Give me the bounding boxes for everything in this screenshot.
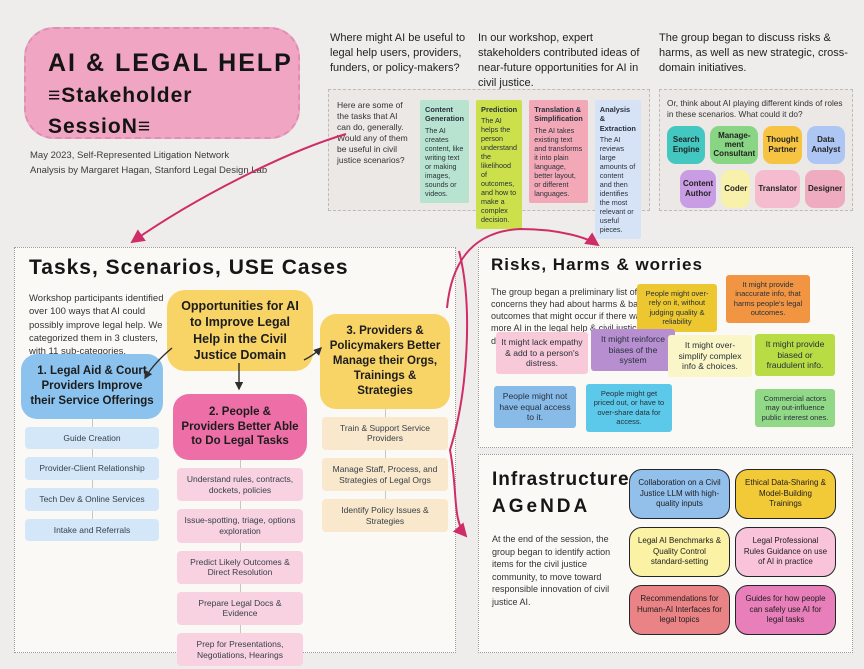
agenda-title-line1: Infrastructure (492, 469, 630, 490)
role-chip-translator[interactable]: Translator (755, 169, 801, 208)
role-chip-search-engine[interactable]: Search Engine (667, 125, 706, 164)
capability-title: Content Generation (425, 105, 465, 124)
capability-body: The AI helps the person understand the l… (481, 116, 517, 225)
page-subtitle: ≡Stakeholder SessioN≡ (48, 84, 193, 138)
risk-note-reinforce-biases[interactable]: It might reinforce biases of the system (591, 329, 675, 372)
capability-title: Translation & Simplification (534, 105, 583, 124)
roles-row-1: Search Engine Manage-ment Consultant Tho… (667, 125, 845, 164)
cluster-service-offerings: 1. Legal Aid & Court Providers Improve t… (21, 354, 163, 542)
capabilities-intro: Here are some of the tasks that AI can d… (337, 100, 408, 166)
session-title-card[interactable]: AI & LEGAL HELP ≡Stakeholder SessioN≡ (24, 27, 300, 139)
cluster-2-item[interactable]: Predict Likely Outcomes & Direct Resolut… (177, 550, 303, 584)
capability-card-content-generation[interactable]: Content Generation The AI creates conten… (420, 100, 470, 203)
agenda-section-description: At the end of the session, the group beg… (492, 534, 611, 607)
tasks-section: Tasks, Scenarios, USE Cases Workshop par… (14, 247, 456, 667)
cluster-2-item[interactable]: Prep for Presentations, Negotiations, He… (177, 633, 303, 667)
capability-card-analysis[interactable]: Analysis & Extraction The AI reviews lar… (594, 100, 641, 239)
capability-body: The AI creates content, like writing tex… (425, 125, 464, 198)
capability-card-translation[interactable]: Translation & Simplification The AI take… (529, 100, 588, 203)
agenda-section: Infrastructure AGeNDA At the end of the … (478, 454, 853, 653)
risk-note-priced-out[interactable]: People might get priced out, or have to … (586, 384, 672, 432)
intro-text-workshop: In our workshop, expert stakeholders con… (478, 32, 640, 89)
tasks-section-description: Workshop participants identified over 10… (29, 293, 164, 358)
cluster-3-item[interactable]: Identify Policy Issues & Strategies (322, 499, 448, 533)
agenda-card-human-ai-interfaces[interactable]: Recommendations for Human-AI Interfaces … (629, 585, 730, 635)
cluster-2-item[interactable]: Understand rules, contracts, dockets, po… (177, 468, 303, 502)
credits: May 2023, Self-Represented Litigation Ne… (30, 149, 267, 178)
risk-note-lack-empathy[interactable]: It might lack empathy & add to a person'… (496, 332, 588, 375)
intro-text-risks: The group began to discuss risks & harms… (659, 32, 848, 74)
agenda-card-professional-rules[interactable]: Legal Professional Rules Guidance on use… (735, 527, 836, 577)
cluster-1-item[interactable]: Tech Dev & Online Services (25, 488, 159, 511)
capability-title: Prediction (481, 105, 518, 114)
role-chip-thought-partner[interactable]: Thought Partner (763, 125, 802, 164)
role-chip-designer[interactable]: Designer (805, 169, 846, 208)
cluster-legal-tasks: 2. People & Providers Better Able to Do … (173, 394, 307, 667)
risk-note-commercial-actors[interactable]: Commercial actors may out-influence publ… (755, 389, 835, 428)
risk-note-over-rely[interactable]: People might over-rely on it, without ju… (637, 284, 717, 332)
cluster-2-header[interactable]: 2. People & Providers Better Able to Do … (173, 394, 307, 460)
ai-roles-box: Or, think about AI playing different kin… (659, 89, 853, 211)
cluster-2-item[interactable]: Issue-spotting, triage, options explorat… (177, 509, 303, 543)
role-chip-management-consultant[interactable]: Manage-ment Consultant (710, 125, 759, 164)
capability-body: The AI reviews large amounts of content … (599, 134, 636, 234)
opportunities-root-node[interactable]: Opportunities for AI to Improve Legal He… (167, 290, 313, 371)
risks-section-title: Risks, Harms & worries (491, 255, 703, 274)
agenda-card-benchmarks[interactable]: Legal AI Benchmarks & Quality Control st… (629, 527, 730, 577)
risks-section: Risks, Harms & worries The group began a… (478, 247, 853, 448)
capability-body: The AI takes existing text and transform… (534, 125, 583, 198)
agenda-card-civil-justice-llm[interactable]: Collaboration on a Civil Justice LLM wit… (629, 469, 730, 519)
cluster-1-item[interactable]: Intake and Referrals (25, 518, 159, 542)
cluster-1-header[interactable]: 1. Legal Aid & Court Providers Improve t… (21, 354, 163, 419)
cluster-3-item[interactable]: Train & Support Service Providers (322, 416, 448, 450)
role-chip-content-author[interactable]: Content Author (680, 169, 717, 208)
agenda-card-data-sharing-trainings[interactable]: Ethical Data-Sharing & Model-Building Tr… (735, 469, 836, 519)
agenda-title-line2: AGeNDA (492, 495, 591, 517)
page-title: AI & LEGAL HELP (48, 49, 293, 77)
ai-capabilities-box: Here are some of the tasks that AI can d… (328, 89, 650, 239)
credit-line: Analysis by Margaret Hagan, Stanford Leg… (30, 164, 268, 176)
agenda-section-title: Infrastructure AGeNDA (492, 467, 630, 520)
agenda-card-safe-use-guides[interactable]: Guides for how people can safely use AI … (735, 585, 836, 635)
credit-line: May 2023, Self-Represented Litigation Ne… (30, 150, 230, 161)
roles-intro: Or, think about AI playing different kin… (667, 98, 843, 119)
risk-note-equal-access[interactable]: People might not have equal access to it… (494, 386, 576, 429)
capability-card-prediction[interactable]: Prediction The AI helps the person under… (476, 100, 523, 230)
cluster-1-item[interactable]: Guide Creation (25, 426, 159, 450)
role-chip-coder[interactable]: Coder (721, 169, 751, 208)
risk-note-biased-fraudulent[interactable]: It might provide biased or fraudulent in… (755, 334, 835, 377)
capability-title: Analysis & Extraction (599, 105, 636, 133)
tasks-section-title: Tasks, Scenarios, USE Cases (29, 256, 349, 279)
cluster-2-item[interactable]: Prepare Legal Docs & Evidence (177, 591, 303, 625)
role-chip-data-analyst[interactable]: Data Analyst (806, 125, 845, 164)
cluster-3-header[interactable]: 3. Providers & Policymakers Better Manag… (320, 314, 450, 409)
intro-text-usefulness: Where might AI be useful to legal help u… (330, 32, 466, 74)
cluster-orgs-strategies: 3. Providers & Policymakers Better Manag… (318, 314, 452, 533)
cluster-3-item[interactable]: Manage Staff, Process, and Strategies of… (322, 457, 448, 492)
risk-note-inaccurate-info[interactable]: It might provide inaccurate info, that h… (726, 275, 810, 323)
risk-note-oversimplify[interactable]: It might over-simplify complex info & ch… (668, 335, 752, 378)
roles-row-2: Content Author Coder Translator Designer (680, 169, 846, 208)
cluster-1-item[interactable]: Provider-Client Relationship (25, 457, 159, 481)
